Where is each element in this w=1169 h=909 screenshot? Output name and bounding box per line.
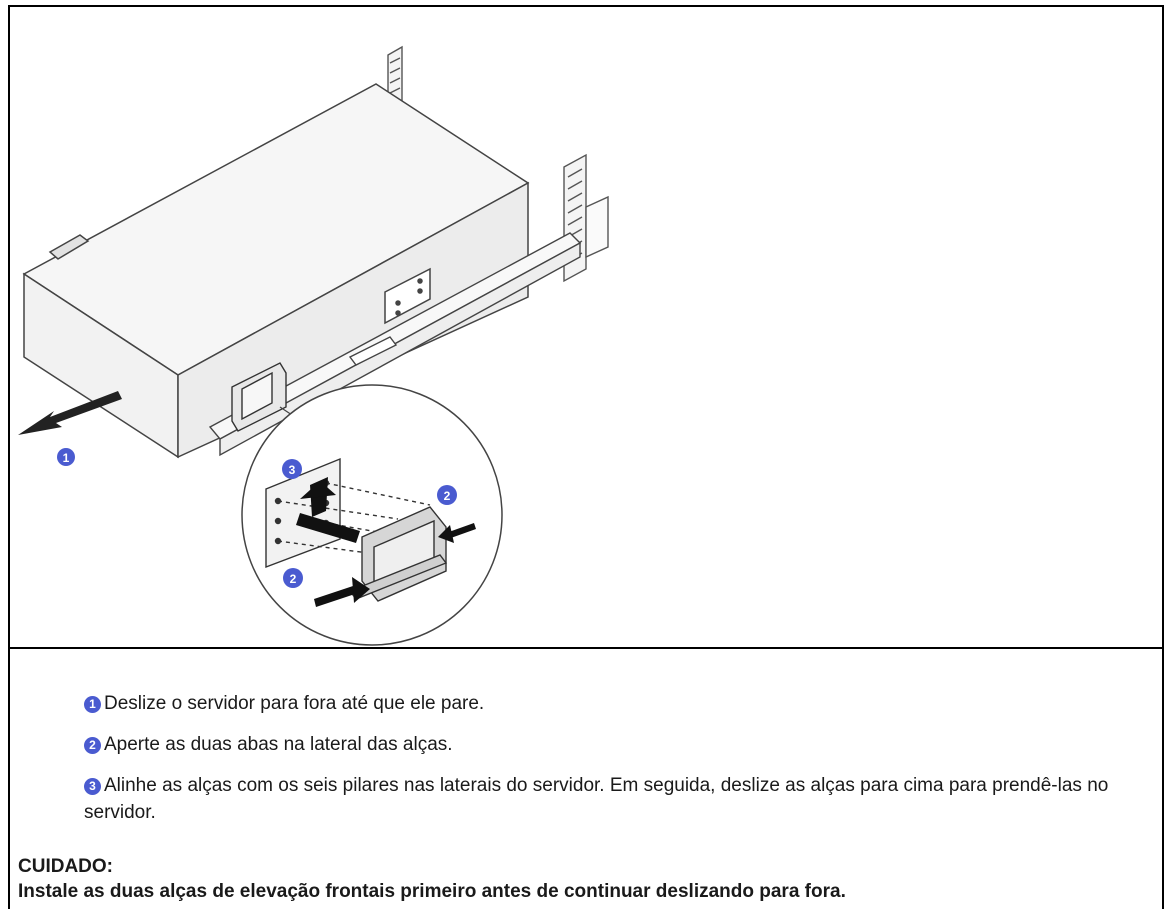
step-1-text: Deslize o servidor para fora até que ele… bbox=[104, 693, 485, 714]
lift-handle-icon bbox=[231, 362, 287, 432]
callout-2-icon: 2 bbox=[437, 485, 457, 505]
svg-text:2: 2 bbox=[290, 572, 297, 586]
figure-divider bbox=[8, 647, 1164, 649]
step-1-callout-icon: 1 bbox=[84, 696, 101, 713]
step-2-callout-icon: 2 bbox=[84, 737, 101, 754]
svg-text:2: 2 bbox=[444, 489, 451, 503]
step-3-text: Alinhe as alças com os seis pilares nas … bbox=[84, 775, 1109, 823]
callout-3-icon: 3 bbox=[282, 459, 302, 479]
callout-2b-icon: 2 bbox=[283, 568, 303, 588]
document-frame bbox=[8, 5, 1164, 909]
svg-text:1: 1 bbox=[63, 451, 70, 465]
magnifier-circle-icon bbox=[241, 384, 503, 646]
caution-body: Instale as duas alças de elevação fronta… bbox=[18, 881, 846, 902]
caution-title: CUIDADO: bbox=[18, 856, 113, 877]
caution-notice: CUIDADO: Instale as duas alças de elevaç… bbox=[18, 854, 1148, 904]
step-2-text: Aperte as duas abas na lateral das alças… bbox=[104, 734, 453, 755]
svg-text:3: 3 bbox=[289, 463, 296, 477]
direction-arrow-icon bbox=[18, 391, 122, 435]
callout-1-icon: 1 bbox=[57, 448, 75, 466]
step-3-callout-icon: 3 bbox=[84, 778, 101, 795]
server-handle-illustration: 1 3 2 2 bbox=[18, 45, 609, 646]
